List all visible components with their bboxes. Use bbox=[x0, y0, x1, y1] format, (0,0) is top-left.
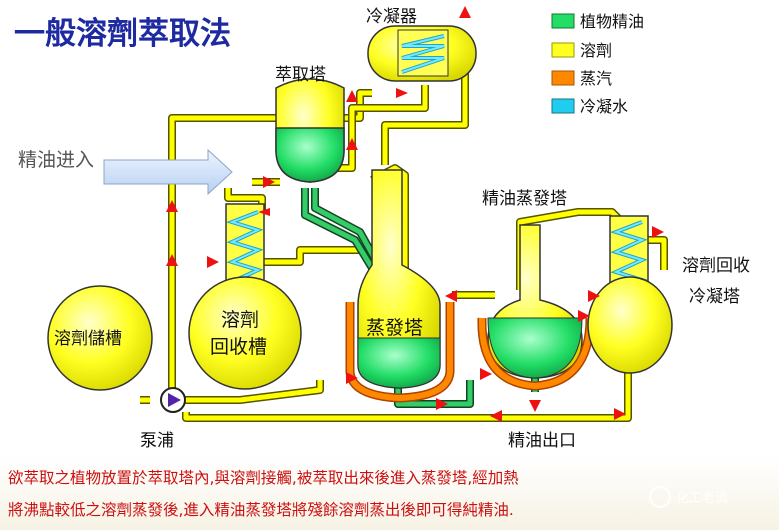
legend-label-oil: 植物精油 bbox=[580, 12, 644, 31]
oil-evaporation-tower bbox=[477, 224, 595, 391]
solvent-condenser-left bbox=[225, 203, 265, 289]
legend-swatch-solvent bbox=[551, 42, 575, 58]
label-solvent-recovery-condenser-1: 溶劑回收 bbox=[682, 256, 750, 276]
legend-swatch-oil bbox=[551, 13, 575, 29]
label-evaporation-tower: 蒸發塔 bbox=[366, 317, 423, 339]
flow-arrows bbox=[166, 6, 664, 422]
solvent-recovery-tank-right bbox=[587, 276, 673, 374]
label-solvent-storage-tank: 溶劑儲槽 bbox=[54, 329, 122, 349]
solvent-storage-tank bbox=[47, 285, 153, 391]
oil-input-arrow bbox=[103, 148, 233, 196]
watermark-logo-icon bbox=[649, 486, 671, 508]
legend: 植物精油 溶劑 蒸汽 冷凝水 bbox=[551, 12, 644, 116]
label-oil-outlet: 精油出口 bbox=[508, 431, 576, 451]
condenser bbox=[367, 25, 477, 82]
extraction-tower bbox=[275, 78, 345, 183]
legend-swatch-cooling-water bbox=[551, 98, 575, 114]
label-oil-input: 精油进入 bbox=[18, 149, 94, 171]
label-condenser: 冷凝器 bbox=[366, 7, 417, 27]
legend-swatch-steam bbox=[551, 70, 575, 86]
label-solvent-recovery-tank-2: 回收槽 bbox=[210, 336, 267, 358]
caption-line-1: 欲萃取之植物放置於萃取塔內,與溶劑接觸,被萃取出來後進入蒸發塔,經加熱 bbox=[8, 469, 519, 487]
watermark-text: 化工老流 bbox=[676, 491, 728, 506]
watermark: 化工老流 bbox=[649, 486, 728, 508]
legend-label-cooling-water: 冷凝水 bbox=[580, 97, 628, 116]
pump-icon bbox=[160, 387, 186, 413]
legend-label-steam: 蒸汽 bbox=[580, 69, 612, 88]
evaporation-tower bbox=[345, 169, 455, 403]
label-pump: 泵浦 bbox=[140, 431, 174, 451]
label-oil-evaporation-tower: 精油蒸發塔 bbox=[482, 189, 567, 209]
label-solvent-recovery-tank-1: 溶劑 bbox=[221, 309, 259, 331]
label-extraction-tower: 萃取塔 bbox=[275, 65, 326, 85]
legend-label-solvent: 溶劑 bbox=[580, 41, 612, 60]
page-title: 一般溶劑萃取法 bbox=[14, 16, 231, 52]
solvent-recovery-tank bbox=[188, 276, 302, 390]
label-solvent-recovery-condenser-2: 冷凝塔 bbox=[689, 287, 740, 307]
caption-line-2: 將沸點較低之溶劑蒸發後,進入精油蒸發塔將殘餘溶劑蒸出後即可得純精油. bbox=[8, 501, 514, 519]
